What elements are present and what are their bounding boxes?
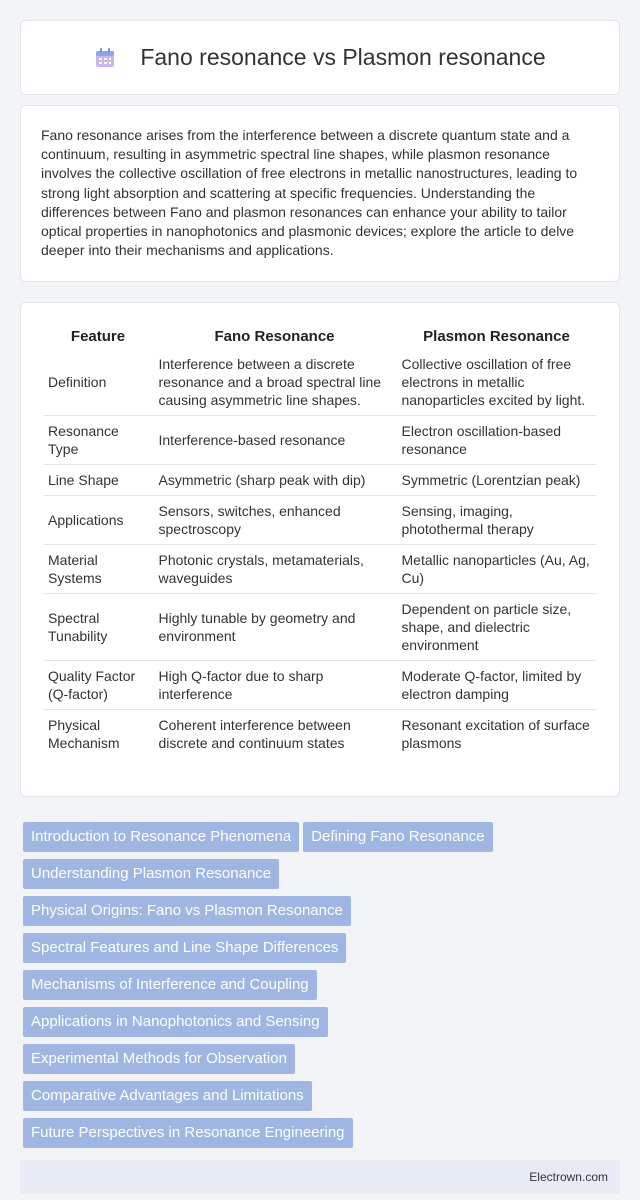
table-row: Physical Mechanism Coherent interference… [43, 709, 597, 758]
table-cell: Interference between a discrete resonanc… [153, 349, 397, 416]
intro-card: Fano resonance arises from the interfere… [20, 105, 620, 282]
intro-paragraph: Fano resonance arises from the interfere… [41, 127, 578, 259]
table-cell: Asymmetric (sharp peak with dip) [153, 464, 397, 496]
topic-tag-link[interactable]: Defining Fano Resonance [303, 822, 493, 852]
topic-tag-link[interactable]: Spectral Features and Line Shape Differe… [23, 933, 347, 963]
table-cell: Material Systems [43, 544, 154, 594]
table-cell: Electron oscillation-based resonance [396, 415, 597, 465]
table-cell: Quality Factor (Q-factor) [43, 660, 154, 710]
table-cell: Spectral Tunability [43, 593, 154, 661]
topic-tag-link[interactable]: Physical Origins: Fano vs Plasmon Resona… [23, 896, 351, 926]
topic-tag-link[interactable]: Mechanisms of Interference and Coupling [23, 970, 317, 1000]
topic-tag-link[interactable]: Introduction to Resonance Phenomena [23, 822, 300, 852]
table-cell: Metallic nanoparticles (Au, Ag, Cu) [396, 544, 597, 594]
table-cell: Coherent interference between discrete a… [153, 709, 397, 758]
table-cell: Resonance Type [43, 415, 154, 465]
table-row: Resonance Type Interference-based resona… [43, 415, 597, 465]
calendar-icon [94, 47, 116, 69]
table-cell: Dependent on particle size, shape, and d… [396, 593, 597, 661]
footer-site-name[interactable]: Electrown.com [529, 1170, 608, 1184]
table-row: Line Shape Asymmetric (sharp peak with d… [43, 464, 597, 496]
column-header: Feature [70, 327, 126, 345]
topic-tag-link[interactable]: Experimental Methods for Observation [23, 1044, 295, 1074]
topic-tag-link[interactable]: Understanding Plasmon Resonance [23, 859, 280, 889]
table-row: Applications Sensors, switches, enhanced… [43, 495, 597, 545]
table-row: Definition Interference between a discre… [43, 349, 597, 416]
table-header-row: Feature Fano Resonance Plasmon Resonance [43, 323, 597, 349]
table-cell: Moderate Q-factor, limited by electron d… [396, 660, 597, 710]
table-cell: Definition [43, 349, 154, 416]
topic-tag-link[interactable]: Applications in Nanophotonics and Sensin… [23, 1007, 328, 1037]
table-cell: Collective oscillation of free electrons… [396, 349, 597, 416]
page-title: Fano resonance vs Plasmon resonance [140, 44, 546, 70]
table-row: Quality Factor (Q-factor) High Q-factor … [43, 660, 597, 710]
column-header: Plasmon Resonance [423, 327, 570, 345]
table-cell: Sensors, switches, enhanced spectroscopy [153, 495, 397, 545]
table-cell: Sensing, imaging, photothermal therapy [396, 495, 597, 545]
topic-tag-link[interactable]: Comparative Advantages and Limitations [23, 1081, 312, 1111]
table-row: Spectral Tunability Highly tunable by ge… [43, 593, 597, 661]
table-cell: High Q-factor due to sharp interference [153, 660, 397, 710]
column-header: Fano Resonance [214, 327, 335, 345]
table-cell: Photonic crystals, metamaterials, wavegu… [153, 544, 397, 594]
comparison-table: Feature Fano Resonance Plasmon Resonance… [43, 323, 597, 758]
table-cell: Physical Mechanism [43, 709, 154, 758]
table-cell: Highly tunable by geometry and environme… [153, 593, 397, 661]
table-cell: Resonant excitation of surface plasmons [401, 717, 590, 751]
table-cell: Applications [43, 495, 154, 545]
table-row: Material Systems Photonic crystals, meta… [43, 544, 597, 594]
topic-tag-link[interactable]: Future Perspectives in Resonance Enginee… [23, 1118, 353, 1148]
footer: Electrown.com [20, 1160, 620, 1194]
table-cell: Line Shape [43, 464, 154, 496]
comparison-table-card: Feature Fano Resonance Plasmon Resonance… [20, 302, 620, 797]
table-cell: Interference-based resonance [153, 415, 397, 465]
table-cell: Symmetric (Lorentzian peak) [396, 464, 597, 496]
title-card: Fano resonance vs Plasmon resonance [20, 20, 620, 95]
